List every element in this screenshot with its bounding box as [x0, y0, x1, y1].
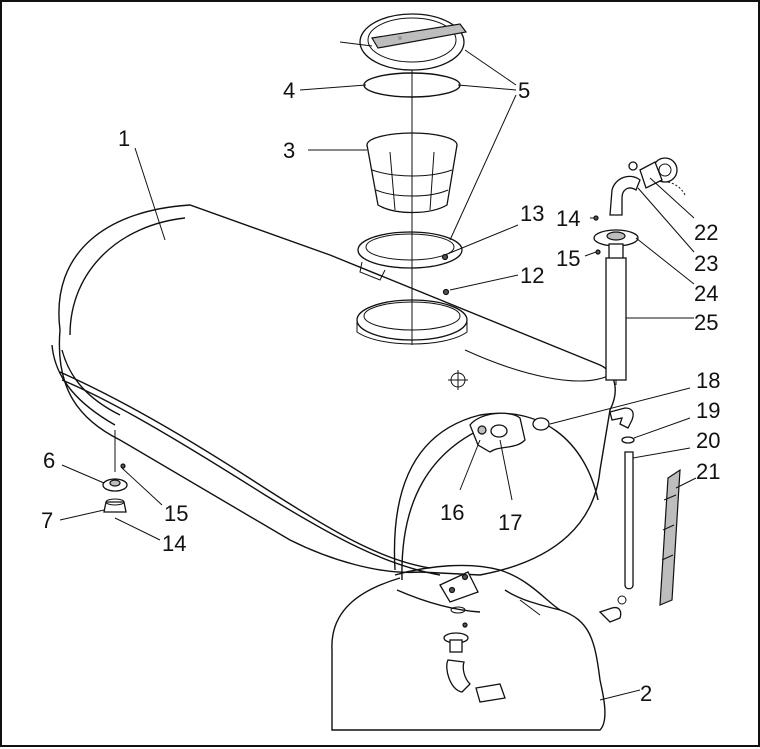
- callout-18: 18: [696, 368, 721, 393]
- tank-stand: [331, 577, 606, 731]
- callout-22: 22: [694, 220, 719, 245]
- fill-pipe-assembly: [593, 157, 686, 385]
- callout-21: 21: [696, 459, 721, 484]
- callout-13: 13: [520, 201, 545, 226]
- callout-leaders: [59, 49, 697, 701]
- filler-collar: [357, 231, 463, 281]
- collar-nut: [442, 288, 450, 296]
- callout-15-drain: 15: [164, 501, 189, 526]
- callout-23: 23: [694, 251, 719, 276]
- bottom-drain-assembly: [439, 571, 506, 703]
- callout-6: 6: [43, 448, 56, 473]
- callout-14-drain: 14: [162, 531, 187, 556]
- callout-24: 24: [694, 281, 719, 306]
- callout-25: 25: [694, 310, 719, 335]
- callout-17: 17: [498, 510, 523, 535]
- callout-14-pipe: 14: [556, 206, 581, 231]
- tank-body: [51, 204, 616, 613]
- callout-5: 5: [518, 78, 531, 103]
- outlet-hose-assembly: [469, 407, 681, 623]
- callout-1: 1: [118, 126, 131, 151]
- callout-20: 20: [696, 428, 721, 453]
- callout-15-pipe: 15: [556, 246, 581, 271]
- callout-4: 4: [283, 78, 296, 103]
- fill-lid: [339, 13, 468, 71]
- callout-12: 12: [520, 263, 545, 288]
- collar-screw: [441, 253, 449, 261]
- callout-2: 2: [640, 681, 653, 706]
- callout-16: 16: [440, 500, 465, 525]
- callout-3: 3: [283, 138, 296, 163]
- drain-fitting-left: [102, 463, 128, 513]
- callout-19: 19: [696, 398, 721, 423]
- callout-7: 7: [41, 508, 54, 533]
